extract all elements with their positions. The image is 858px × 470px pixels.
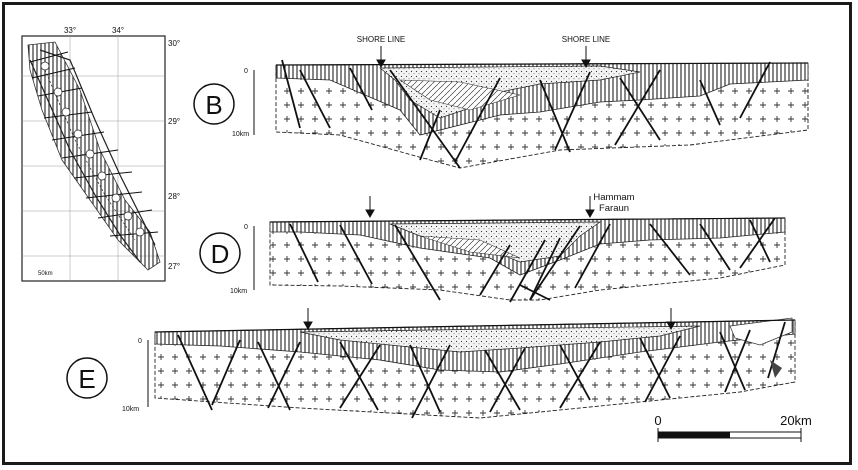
section-b-faults bbox=[281, 59, 771, 169]
section-d-surface bbox=[269, 217, 786, 223]
section-b-surface bbox=[275, 62, 809, 66]
section-e-arrows bbox=[303, 308, 676, 331]
section-d: D 0 10km Hammam Faraun bbox=[199, 192, 786, 303]
coastline-east bbox=[39, 49, 156, 246]
scale-bar-end: 20km bbox=[780, 413, 812, 428]
section-b-circle bbox=[193, 83, 235, 125]
section-e-synrift-sand bbox=[299, 325, 701, 353]
section-b-shale bbox=[398, 79, 521, 111]
map-tick-27: 27° bbox=[168, 262, 180, 271]
section-e-circle bbox=[66, 357, 108, 399]
map-tick-33: 33° bbox=[64, 26, 76, 35]
section-b-depth-top: 0 bbox=[244, 68, 248, 75]
section-e-depth-bottom: 10km bbox=[122, 406, 139, 413]
section-b-depth-bottom: 10km bbox=[232, 131, 249, 138]
map-tick-29: 29° bbox=[168, 117, 180, 126]
section-b-label-shoreline-2: SHORE LINE bbox=[562, 35, 610, 44]
inset-map: 33° 34° 30° 29° 28° 27° 50km bbox=[21, 26, 180, 282]
section-b-label-shoreline-1: SHORE LINE bbox=[357, 35, 405, 44]
section-d-shale bbox=[419, 235, 521, 259]
coastline-west bbox=[29, 59, 141, 263]
section-d-circle bbox=[199, 232, 241, 274]
map-tick-34: 34° bbox=[112, 26, 124, 35]
map-scale-label: 50km bbox=[38, 271, 53, 277]
section-b: B 0 10km SHORE LINE SHORE LINE bbox=[193, 35, 809, 169]
map-tick-30: 30° bbox=[168, 39, 180, 48]
section-d-depth-top: 0 bbox=[244, 224, 248, 231]
scale-bar-start: 0 bbox=[654, 413, 661, 428]
map-tick-28: 28° bbox=[168, 192, 180, 201]
section-d-label-hammam: Hammam bbox=[593, 192, 634, 203]
section-d-faults bbox=[289, 217, 776, 303]
section-markers bbox=[40, 61, 145, 237]
section-d-arrows bbox=[365, 196, 595, 219]
section-e-faults bbox=[177, 321, 786, 419]
section-d-depth-bottom: 10km bbox=[230, 288, 247, 295]
section-e-depth-top: 0 bbox=[138, 338, 142, 345]
section-d-letter: D bbox=[211, 239, 230, 269]
section-d-label-faraun: Faraun bbox=[599, 203, 629, 214]
section-e-margin-block bbox=[729, 317, 793, 346]
section-b-letter: B bbox=[205, 90, 222, 120]
scale-bar: 0 20km bbox=[654, 413, 812, 442]
rift-axis bbox=[44, 69, 136, 241]
section-e: E 0 10km bbox=[66, 308, 796, 419]
section-e-wedge bbox=[770, 360, 782, 378]
section-b-arrows bbox=[376, 46, 591, 69]
section-e-letter: E bbox=[78, 364, 95, 394]
section-e-surface bbox=[154, 319, 796, 333]
